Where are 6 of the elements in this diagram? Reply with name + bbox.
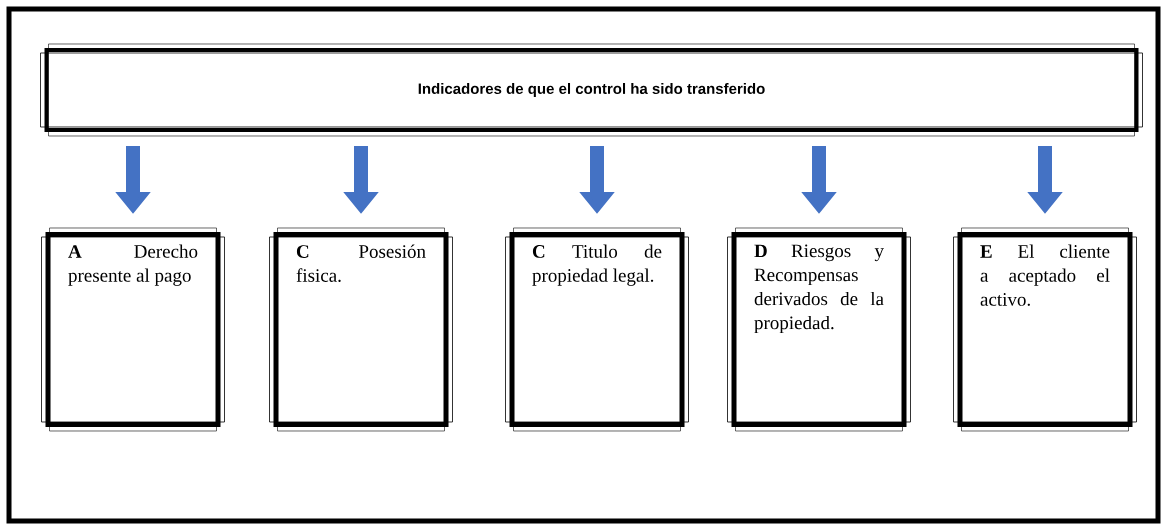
text-box: D Riesgos y Recompensas derivados de la propiedad.: [727, 227, 911, 432]
text-box: C Posesión fisica.: [269, 227, 453, 432]
text-box: A Derecho presente al pago: [41, 227, 225, 432]
text-box: C Titulo de propiedad legal.: [505, 227, 689, 432]
title-box: Indicadores de que el control ha sido transferido: [40, 43, 1143, 137]
text-box: E El cliente a aceptado el activo.: [953, 227, 1137, 432]
